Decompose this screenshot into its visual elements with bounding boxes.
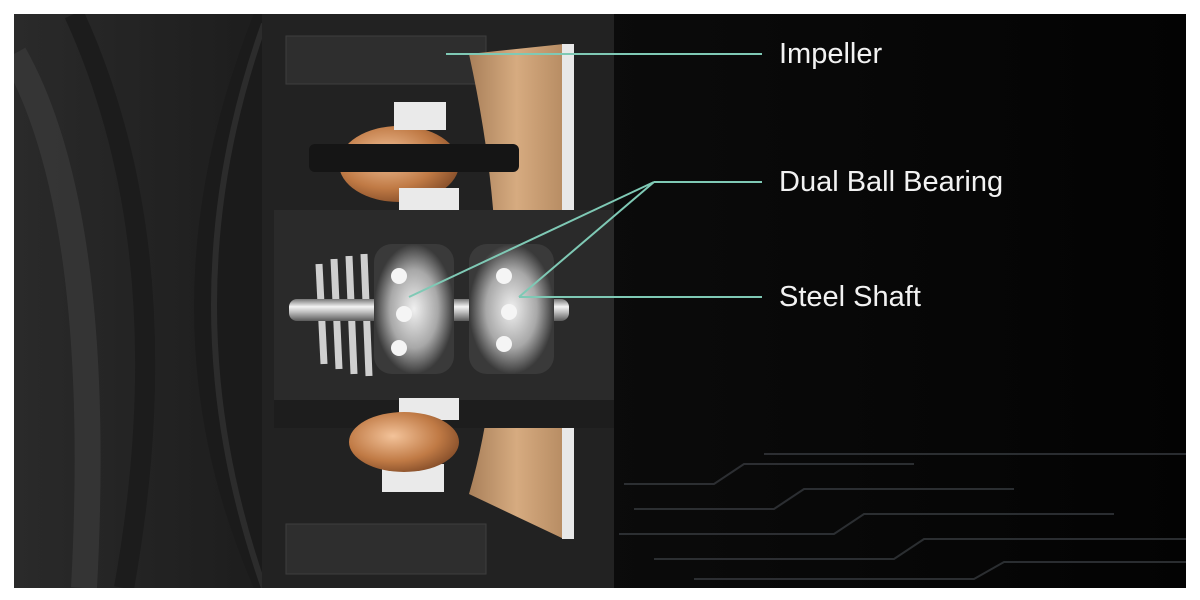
fan-bearing-cutaway-diagram: Impeller Dual Ball Bearing Steel Shaft bbox=[14, 14, 1186, 588]
bearing-leader-line-left bbox=[408, 181, 655, 298]
bearing-leader-line-right bbox=[518, 181, 655, 298]
impeller-label: Impeller bbox=[779, 38, 883, 70]
fan-blade-arc bbox=[64, 14, 156, 588]
dual-ball-bearing-label: Dual Ball Bearing bbox=[779, 166, 1004, 198]
impeller-block bbox=[285, 35, 487, 85]
fan-cutaway-illustration bbox=[14, 14, 1186, 588]
housing-edge bbox=[211, 22, 267, 588]
impeller-block-bottom bbox=[285, 523, 487, 575]
ball-bearing-right bbox=[469, 244, 554, 374]
steel-shaft-label: Steel Shaft bbox=[779, 281, 921, 313]
ball-bearing-left bbox=[374, 244, 454, 374]
stator-teeth-top bbox=[394, 102, 459, 212]
fan-blade-arc bbox=[14, 47, 101, 588]
circuit-traces bbox=[619, 453, 1186, 580]
copper-coil-bottom bbox=[349, 412, 459, 472]
leader-lines bbox=[408, 53, 762, 298]
stator-bar bbox=[309, 144, 519, 172]
